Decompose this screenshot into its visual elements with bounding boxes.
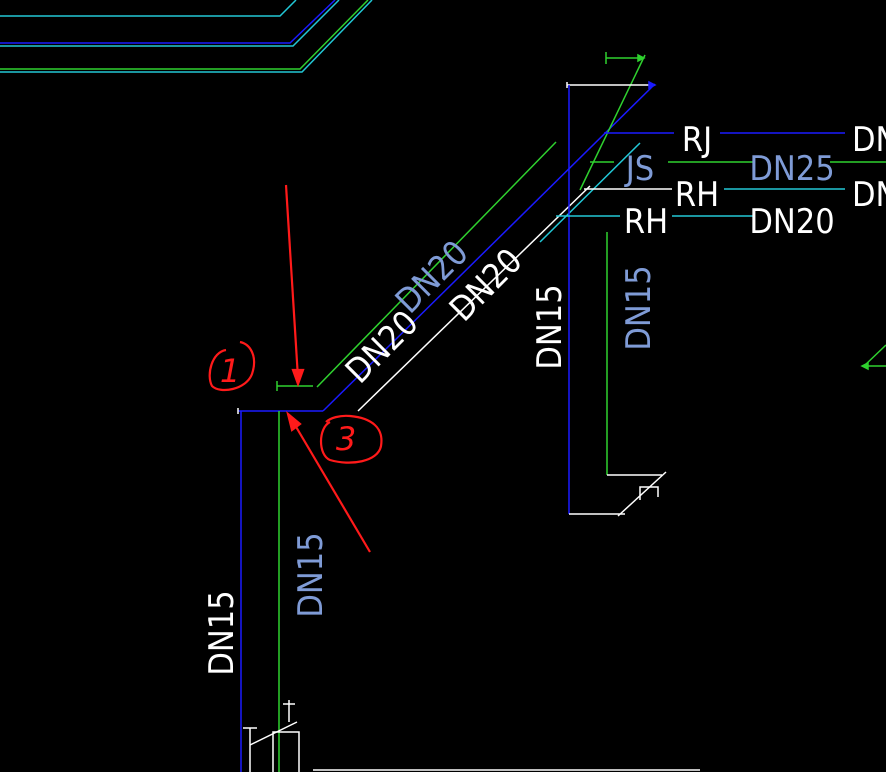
red-markup-labels: 1 3: [220, 352, 356, 458]
label-dn-cut-1: DN: [852, 120, 886, 160]
annotation-label-1: 1: [220, 352, 240, 390]
label-riser-right-dn15: DN15: [530, 284, 570, 369]
right-risers: [568, 85, 667, 517]
label-rh-upper: RH: [675, 175, 719, 215]
label-dn25: DN25: [749, 149, 834, 189]
label-riser-mid-dn15: DN15: [291, 532, 331, 617]
annotation-circle-3-outline: [319, 414, 383, 464]
label-rh-lower: RH: [624, 202, 668, 242]
branch-lines: [556, 132, 886, 217]
cyan-diagonal-pipe: [539, 142, 641, 243]
label-dn-cut-2: DN: [852, 175, 886, 215]
red-markup: [208, 184, 383, 553]
left-risers: [237, 381, 323, 772]
pipe-labels: DN20 DN20 DN20 DN15 DN15 DN15 DN15 RJ JS…: [202, 120, 886, 676]
label-riser-left-dn15: DN15: [202, 590, 242, 675]
annotation-circle-1-outline: [208, 340, 256, 392]
label-rj: RJ: [682, 120, 712, 160]
label-riser-right-blue-dn15: DN15: [619, 265, 659, 350]
annotation-arrow-1: [284, 184, 300, 379]
top-left-pipe-outlines: [0, 0, 373, 73]
white-diagonal-pipe: [357, 185, 591, 412]
top-markers: [566, 52, 657, 90]
bottom-valves: [243, 700, 700, 772]
green-vent-diagonal: [579, 54, 646, 191]
diagonal-pipes: [316, 54, 656, 412]
green-diagonal-pipe: [316, 141, 557, 388]
far-right-marker: [860, 344, 886, 371]
label-dn20-right: DN20: [749, 202, 834, 242]
label-js: JS: [624, 149, 654, 189]
annotation-label-3: 3: [336, 420, 356, 458]
blue-diagonal-pipe: [322, 83, 656, 412]
annotation-arrow-3-head: [286, 410, 302, 432]
annotation-arrow-3: [291, 419, 371, 553]
annotation-arrow-1-head: [291, 368, 305, 388]
